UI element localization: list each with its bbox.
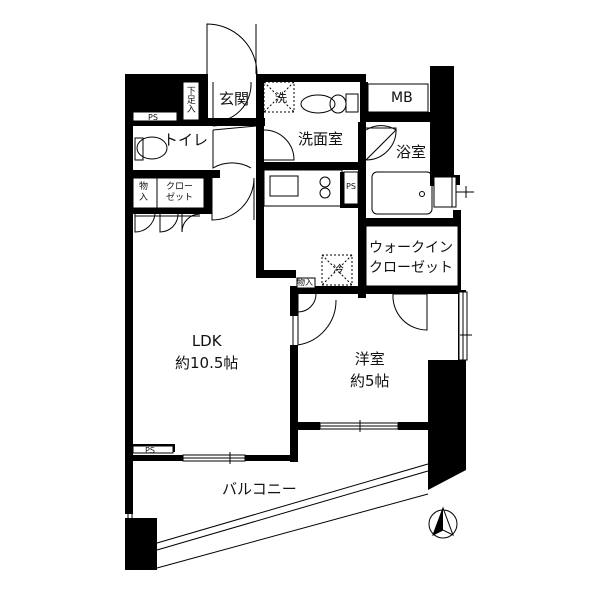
- ps-label-bottom: PS: [145, 446, 155, 455]
- fridge-label: 冷: [333, 263, 344, 276]
- room-label-entrance: 玄関: [219, 90, 250, 108]
- pillar-bottom-right: [428, 422, 466, 490]
- bathtub: [371, 171, 433, 215]
- ps-top: [132, 111, 178, 122]
- room-label-western-room: 洋室約5帖: [350, 350, 390, 390]
- wall-toilet-bottom: [125, 170, 220, 178]
- walk-in-closet: [365, 225, 459, 287]
- wall-left: [125, 74, 133, 514]
- wall-mb-bottom: [360, 112, 430, 122]
- washer-label: 洗: [275, 91, 288, 105]
- wall-entrance-right: [256, 74, 264, 164]
- wall-ldk-western: [290, 345, 298, 460]
- storage-label-western: 物入: [297, 278, 313, 287]
- room-label-shoe-storage: 下足入: [184, 86, 195, 113]
- closet-label-ldk: クローゼット: [166, 182, 194, 203]
- room-label-bathroom: 浴室: [396, 143, 427, 161]
- wall-wic-bottom: [366, 286, 458, 294]
- ps-label-top: PS: [148, 113, 158, 122]
- ps-label-kitchen: PS: [346, 182, 356, 191]
- storage-label-ldk: 物入: [139, 182, 149, 203]
- washer-pan: [263, 81, 295, 113]
- room-label-meter-box: MB: [391, 90, 413, 106]
- wall-toilet-top: [125, 118, 265, 126]
- room-label-balcony: バルコニー: [222, 480, 297, 498]
- fridge-space: [321, 254, 353, 286]
- wall-wash-bottom: [256, 162, 366, 170]
- wall-bath-bottom: [366, 218, 461, 226]
- room-label-washroom: 洗面室: [298, 130, 344, 148]
- meter-box: [367, 83, 429, 113]
- room-label-walk-in-closet: ウォークインクローゼット: [369, 240, 453, 276]
- room-label-toilet: トイレ: [163, 131, 209, 149]
- wall-bath-left: [358, 122, 366, 298]
- pillar-bottom-left: [125, 518, 157, 570]
- wall-top-wash: [256, 74, 366, 82]
